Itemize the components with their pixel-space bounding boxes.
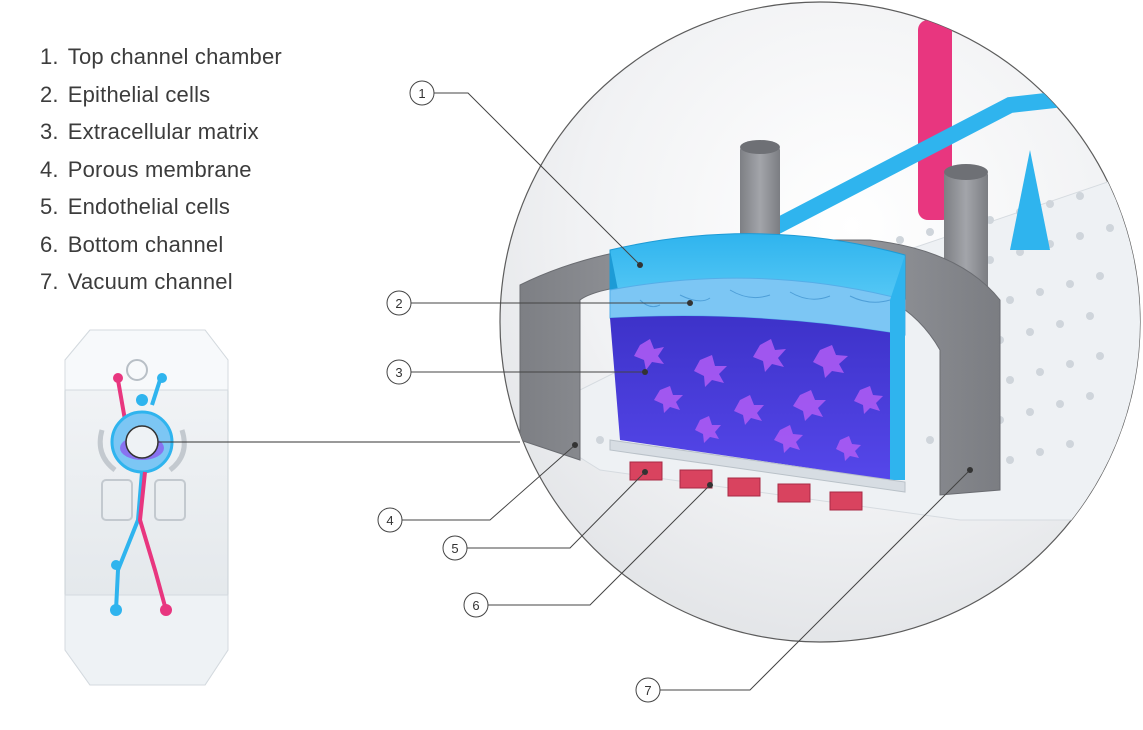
legend-item-bottom-channel: 6. Bottom channel: [40, 226, 282, 264]
legend-label: Bottom channel: [67, 231, 224, 257]
legend-label: Porous membrane: [67, 156, 252, 182]
leader-dots: [572, 262, 973, 488]
callout-number: 4: [386, 513, 393, 528]
leader-line-4: [402, 444, 576, 521]
legend-number: 5.: [40, 194, 59, 219]
legend-number: 7.: [40, 269, 59, 294]
epithelial-cell-outlines: [639, 289, 891, 308]
leader-line-6: [488, 484, 711, 606]
legend-item-top-channel-chamber: 1. Top channel chamber: [40, 38, 282, 76]
bottom-channel-segment: [777, 483, 811, 503]
legend-item-vacuum-channel: 7. Vacuum channel: [40, 263, 282, 301]
organ-chip-icon: [64, 329, 229, 686]
callout-6: 6: [463, 592, 489, 618]
callout-5: 5: [442, 535, 468, 561]
callout-number: 6: [472, 598, 479, 613]
legend-label: Extracellular matrix: [67, 119, 259, 144]
legend-number: 4.: [40, 156, 59, 182]
bottom-channel-segment: [829, 491, 863, 511]
bottom-channel-segment: [727, 477, 761, 497]
legend-label: Endothelial cells: [67, 194, 231, 219]
bottom-channel-segment: [679, 469, 713, 489]
leader-line-5: [467, 471, 646, 549]
legend-item-epithelial-cells: 2. Epithelial cells: [40, 76, 282, 114]
legend-item-extracellular-matrix: 3. Extracellular matrix: [40, 113, 282, 151]
legend-label: Epithelial cells: [67, 81, 211, 107]
leader-line-1: [434, 92, 641, 266]
plate-holes: [556, 192, 1114, 464]
cross-section: [609, 233, 906, 493]
legend-number: 6.: [40, 231, 59, 257]
blue-cone: [1010, 150, 1050, 250]
matrix-cells: [634, 339, 883, 461]
callout-number: 3: [395, 365, 402, 380]
magnified-view: [499, 1, 1141, 643]
top-channel-front: [610, 250, 620, 300]
bottom-channels: [629, 461, 863, 511]
leader-line-7: [660, 469, 971, 691]
legend-label: Top channel chamber: [67, 44, 282, 69]
legend-number: 1.: [40, 44, 59, 69]
legend-item-porous-membrane: 4. Porous membrane: [40, 151, 282, 189]
callout-3: 3: [386, 359, 412, 385]
leader-lines: [402, 92, 971, 691]
callout-number: 5: [451, 541, 458, 556]
callout-7: 7: [635, 677, 661, 703]
legend-item-endothelial-cells: 5. Endothelial cells: [40, 188, 282, 226]
callout-1: 1: [409, 80, 435, 106]
matrix-side: [890, 255, 905, 480]
callout-number: 1: [418, 86, 425, 101]
callout-4: 4: [377, 507, 403, 533]
callout-number: 2: [395, 296, 402, 311]
legend-number: 3.: [40, 119, 59, 144]
legend-label: Vacuum channel: [67, 269, 233, 294]
pink-tube: [918, 20, 952, 220]
callout-2: 2: [386, 290, 412, 316]
legend-number: 2.: [40, 81, 59, 107]
callout-number: 7: [644, 683, 651, 698]
porous-membrane: [609, 439, 906, 493]
legend-list: 1. Top channel chamber 2. Epithelial cells…: [40, 38, 282, 301]
